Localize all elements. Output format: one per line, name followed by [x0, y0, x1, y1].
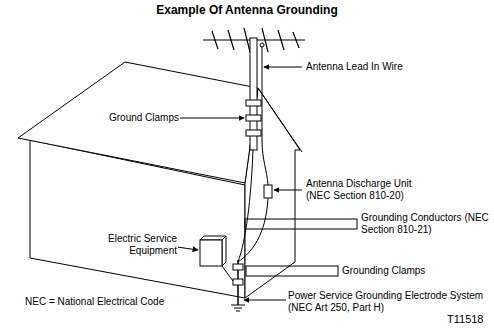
leader-line [274, 190, 302, 191]
note-text: NEC = National Electrical Code [24, 296, 165, 308]
leader-line [180, 118, 244, 119]
ground-clamp [246, 115, 261, 121]
ground-symbol [234, 308, 242, 309]
antenna-element [212, 31, 218, 49]
antenna-element [262, 28, 268, 52]
callout-label: Antenna Lead In Wire [305, 61, 404, 73]
service-box-side [222, 236, 226, 266]
callout-label: Antenna Discharge Unit (NEC Section 810-… [305, 178, 439, 202]
antenna-element [293, 32, 299, 48]
antenna-element [228, 30, 234, 50]
ground-symbol [236, 311, 240, 312]
callout-label: Electric Service Equipment [92, 233, 178, 257]
ground-symbol [231, 305, 245, 306]
callout-label: Grounding Conductors (NEC Section 810-21… [360, 212, 491, 236]
lead-in-wire [262, 47, 268, 185]
callout-label: Grounding Clamps [341, 265, 426, 277]
diagram-title: Example Of Antenna Grounding [0, 3, 494, 17]
house-roof [18, 62, 258, 183]
grounding-clamp [233, 279, 243, 285]
grounding-clamp [233, 264, 243, 270]
ground-clamp [246, 130, 261, 136]
grounding-conductor [238, 198, 268, 262]
antenna-element [244, 28, 250, 52]
antenna-element [278, 30, 284, 50]
callout-label: Ground Clamps [98, 112, 180, 124]
leader-line [177, 247, 198, 250]
figure-number: T11518 [446, 313, 485, 325]
leader-line [264, 67, 302, 68]
lead-in-terminal [260, 43, 264, 47]
service-ground-wire [222, 266, 233, 281]
electric-service-box [200, 240, 222, 266]
grounding-conductor [238, 150, 253, 262]
leader-line [244, 300, 286, 301]
callout-label: Power Service Grounding Electrode System… [287, 290, 491, 314]
roof-eave [258, 88, 302, 152]
callout-bracket [245, 219, 357, 229]
callout-bracket [246, 266, 338, 276]
ground-clamp [246, 100, 261, 106]
antenna-discharge-unit [264, 185, 272, 198]
